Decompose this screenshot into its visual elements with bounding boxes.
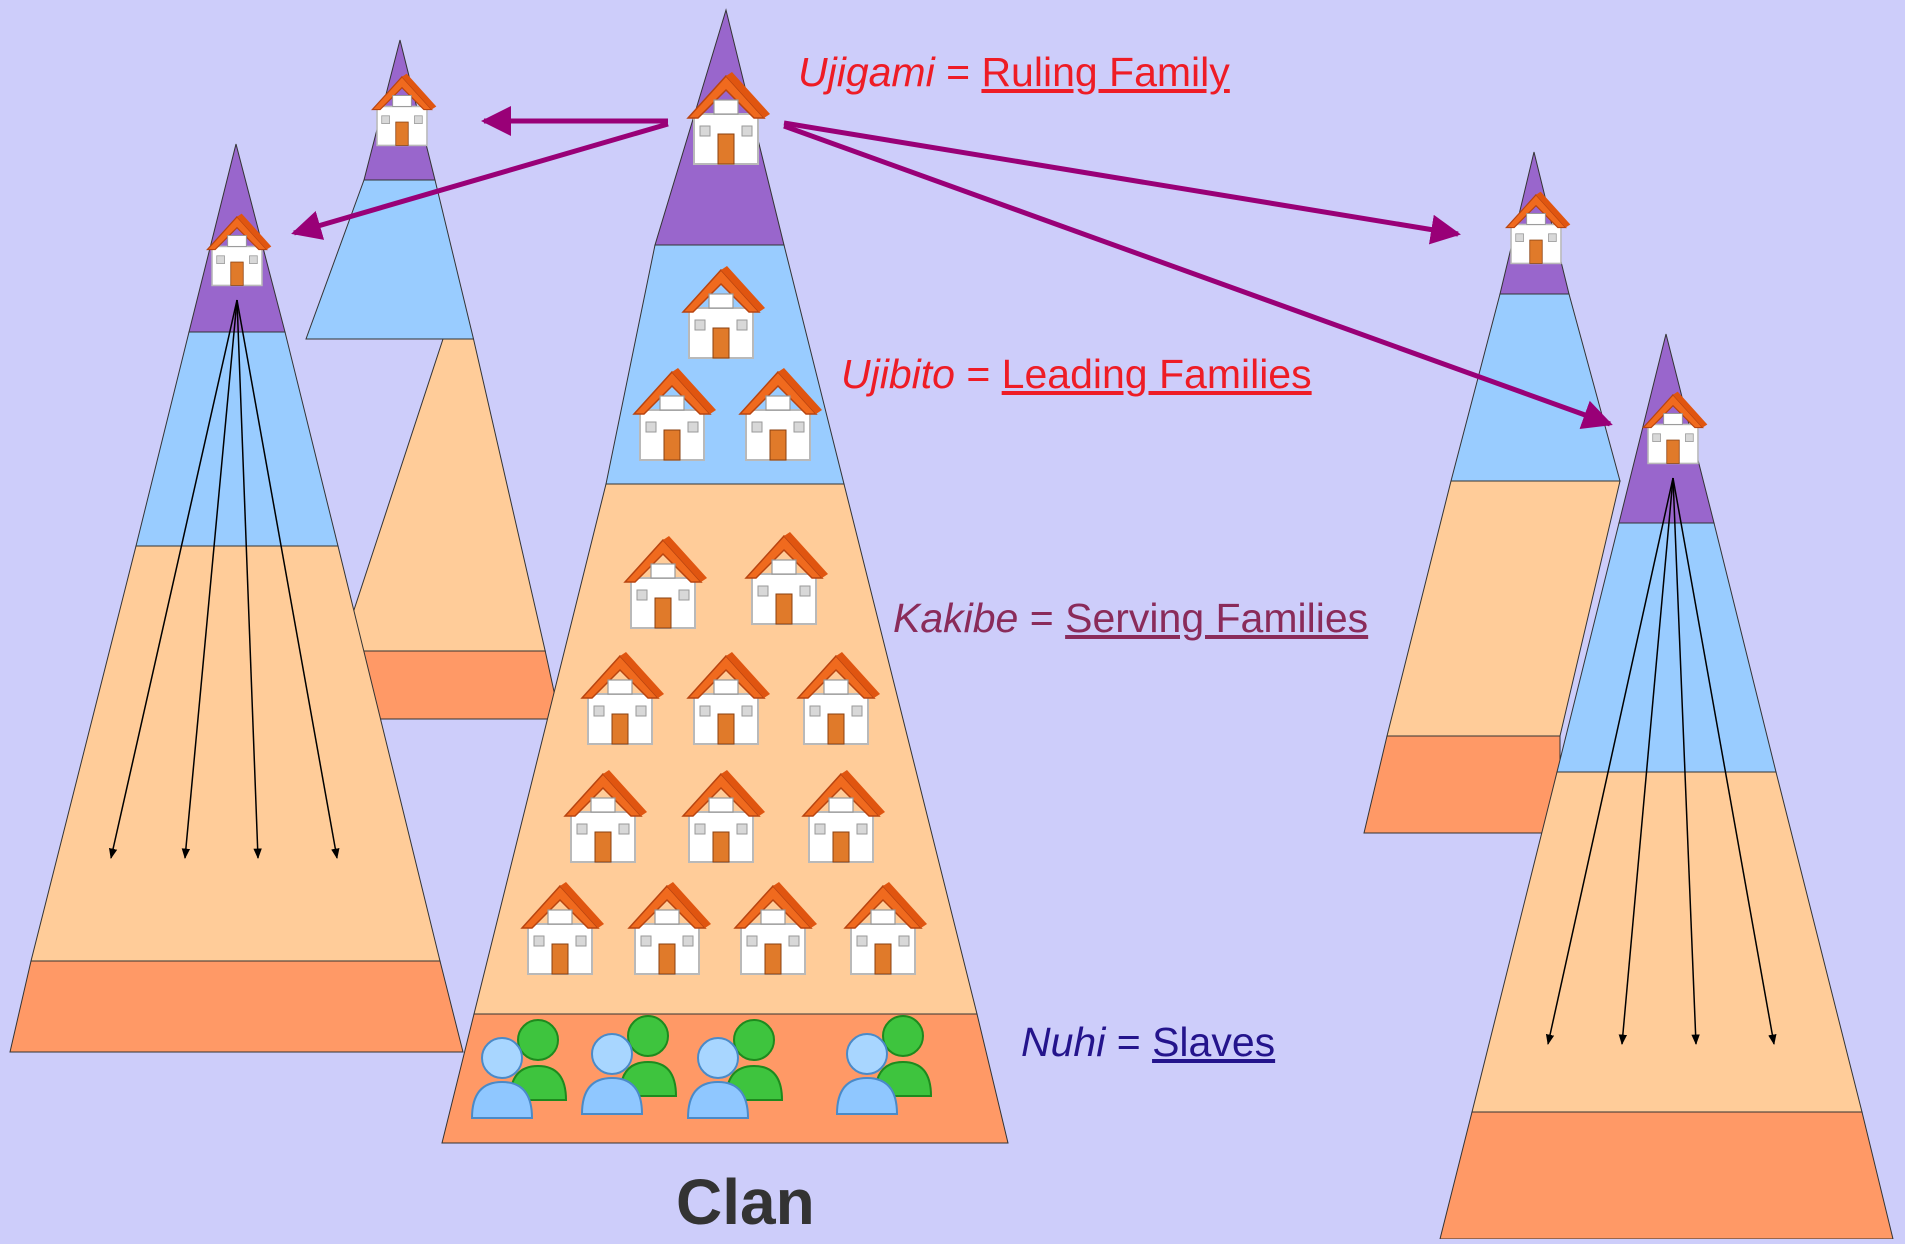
authority-arrows [1545,477,1777,1046]
house-icon [1505,190,1572,265]
house-icon [687,71,771,165]
label-kakibe-meaning: Serving Families [1065,595,1369,641]
label-ujigami-term: Ujigami [798,49,935,95]
diagram-caption: Clan [676,1166,815,1238]
tier-bottom [1363,735,1561,834]
label-ujibito-meaning: Leading Families [1001,351,1312,397]
label-kakibe-term: Kakibe [893,595,1019,641]
clan-pyramid-back-right [1363,151,1621,834]
label-ujibito-term: Ujibito [841,351,955,397]
tier-bottom [9,960,464,1053]
label-nuhi-meaning: Slaves [1152,1019,1276,1065]
tier-second [1450,293,1621,482]
label-ujigami-equals: = [934,49,982,95]
label-ujibito-equals: = [954,351,1002,397]
label-ujibito: Ujibito = Leading Families [841,354,1312,395]
label-kakibe-equals: = [1018,595,1066,641]
label-ujigami: Ujigami = Ruling Family [798,52,1230,93]
ruling-family-relation-arrows [291,106,1613,429]
tier-second [135,331,339,547]
clan-pyramid-front-right [1439,333,1894,1240]
clan-pyramid-main [441,8,1009,1144]
tier-bottom [1439,1111,1894,1240]
authority-arrows [108,299,340,860]
tier-third [339,338,546,652]
label-nuhi: Nuhi = Slaves [1021,1022,1275,1063]
label-kakibe: Kakibe = Serving Families [893,598,1368,639]
label-ujigami-meaning: Ruling Family [981,49,1230,95]
label-nuhi-equals: = [1105,1019,1153,1065]
house-icon [371,72,438,147]
clan-pyramid-back-left [305,39,561,720]
label-nuhi-term: Nuhi [1021,1019,1106,1065]
clan-pyramid-front-left [9,143,464,1053]
